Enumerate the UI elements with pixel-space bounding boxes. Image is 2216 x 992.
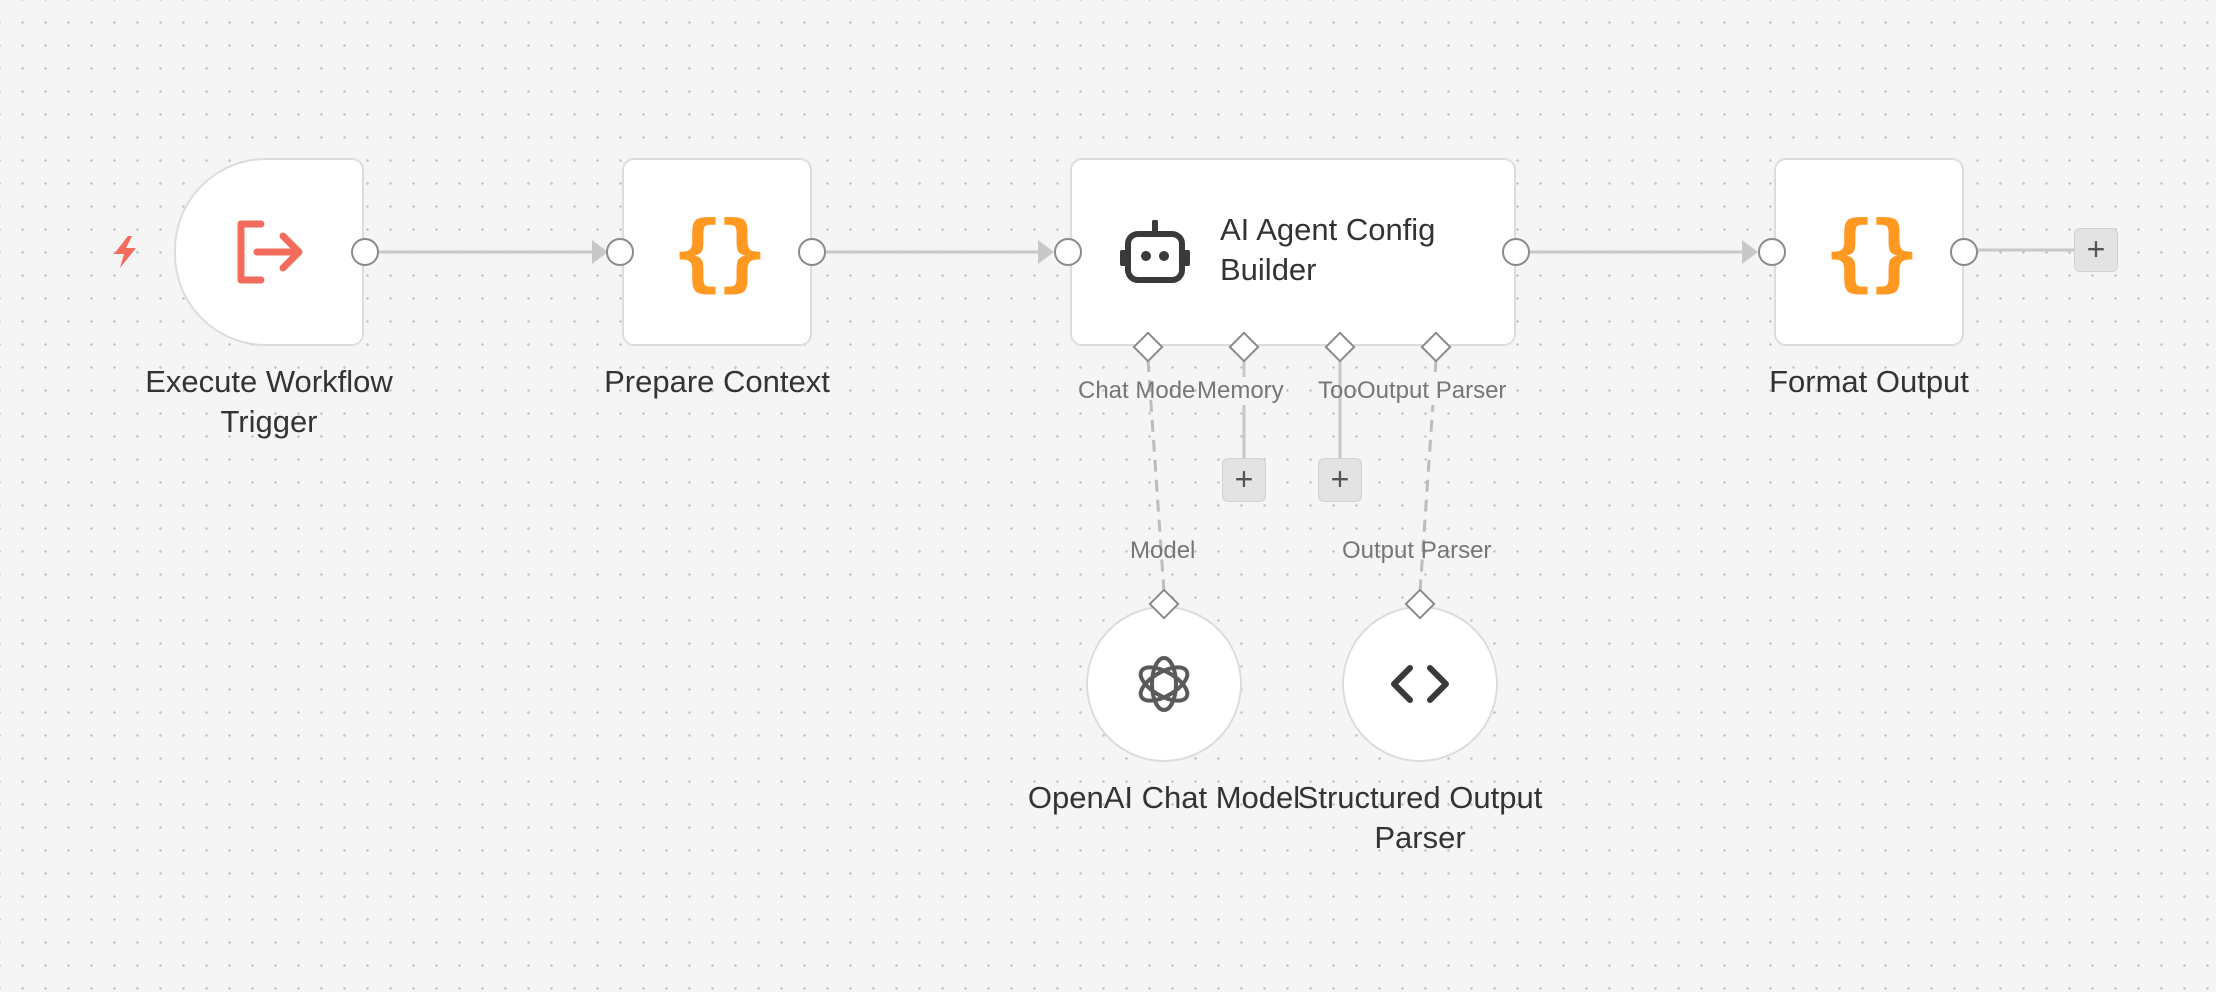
code-brackets-icon — [1391, 665, 1449, 703]
node-title-execute-workflow-trigger: Execute Workflow Trigger — [145, 364, 393, 439]
sign-out-arrow-icon — [237, 220, 303, 284]
subport-label-memory: Memory — [1197, 377, 1284, 405]
node-title-prepare-context: Prepare Context — [604, 364, 830, 399]
node-structured-output-parser[interactable] — [1342, 606, 1498, 762]
output-port-trigger[interactable] — [351, 238, 379, 266]
add-tool-button[interactable]: + — [1318, 458, 1362, 502]
arrowhead — [1038, 240, 1054, 264]
node-title-format-output: Format Output — [1769, 364, 1969, 399]
robot-icon — [1120, 220, 1190, 283]
node-execute-workflow-trigger[interactable] — [174, 158, 364, 346]
input-port-format-output[interactable] — [1758, 238, 1786, 266]
node-prepare-context[interactable]: {} — [622, 158, 812, 346]
input-port-ai-agent[interactable] — [1054, 238, 1082, 266]
subport-label-tool: Tool — [1318, 377, 1363, 404]
input-port-prepare-context[interactable] — [606, 238, 634, 266]
subport-label-chat-model: Chat Model — [1078, 377, 1201, 404]
lightning-bolt-icon — [114, 236, 136, 268]
node-title-ai-agent-config-builder: AI Agent Config Builder — [1220, 212, 1436, 287]
add-node-button[interactable]: + — [2074, 228, 2118, 272]
port-label-output-parser: Output Parser — [1342, 537, 1492, 564]
openai-logo-icon — [1138, 656, 1190, 712]
node-title-structured-output-parser: Structured Output Parser — [1297, 780, 1543, 855]
subport-label-output-parser: Output Parser — [1357, 377, 1507, 405]
curly-braces-icon: {} — [672, 203, 767, 301]
curly-braces-icon: {} — [1824, 203, 1919, 301]
port-label-model: Model — [1130, 537, 1196, 564]
output-port-prepare-context[interactable] — [798, 238, 826, 266]
node-title-openai-chat-model: OpenAI Chat Model — [1027, 780, 1301, 815]
output-port-format-output[interactable] — [1950, 238, 1978, 266]
arrowhead — [1742, 240, 1758, 264]
node-openai-chat-model[interactable] — [1086, 606, 1242, 762]
node-format-output[interactable]: {} — [1774, 158, 1964, 346]
arrowhead — [592, 240, 608, 264]
output-port-ai-agent[interactable] — [1502, 238, 1530, 266]
add-memory-button[interactable]: + — [1222, 458, 1266, 502]
